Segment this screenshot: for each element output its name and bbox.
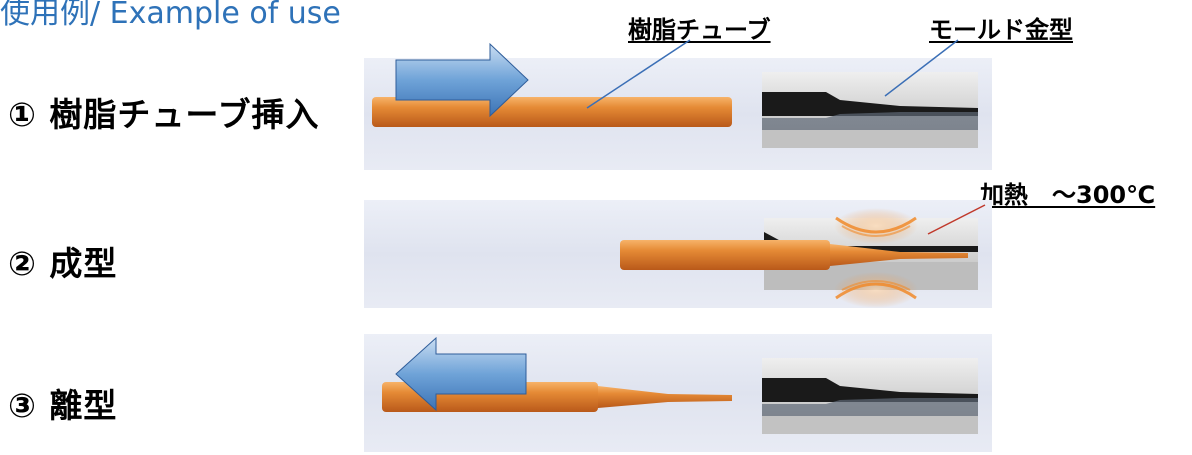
heat-leader (927, 204, 986, 235)
arrow-right-icon (395, 42, 529, 118)
step-2-label: ② 成型 (8, 244, 118, 283)
heat-glow-icon (834, 208, 918, 308)
step-3-label: ③ 離型 (8, 386, 118, 425)
page-title: 使用例/ Example of use (0, 0, 341, 31)
mold-callout: モールド金型 (929, 16, 1073, 44)
tube-leader (586, 39, 691, 109)
arrow-left-icon (395, 336, 527, 412)
tube-callout: 樹脂チューブ (628, 16, 771, 44)
heat-callout: 加熱 ～300℃ (980, 181, 1156, 209)
mold-step-3 (762, 358, 978, 434)
mold-leader (884, 39, 959, 97)
mold-step-1 (762, 72, 978, 148)
tube-step-2 (620, 240, 968, 270)
step-1-label: ① 樹脂チューブ挿入 (8, 95, 320, 134)
tube-step-1 (372, 97, 732, 127)
